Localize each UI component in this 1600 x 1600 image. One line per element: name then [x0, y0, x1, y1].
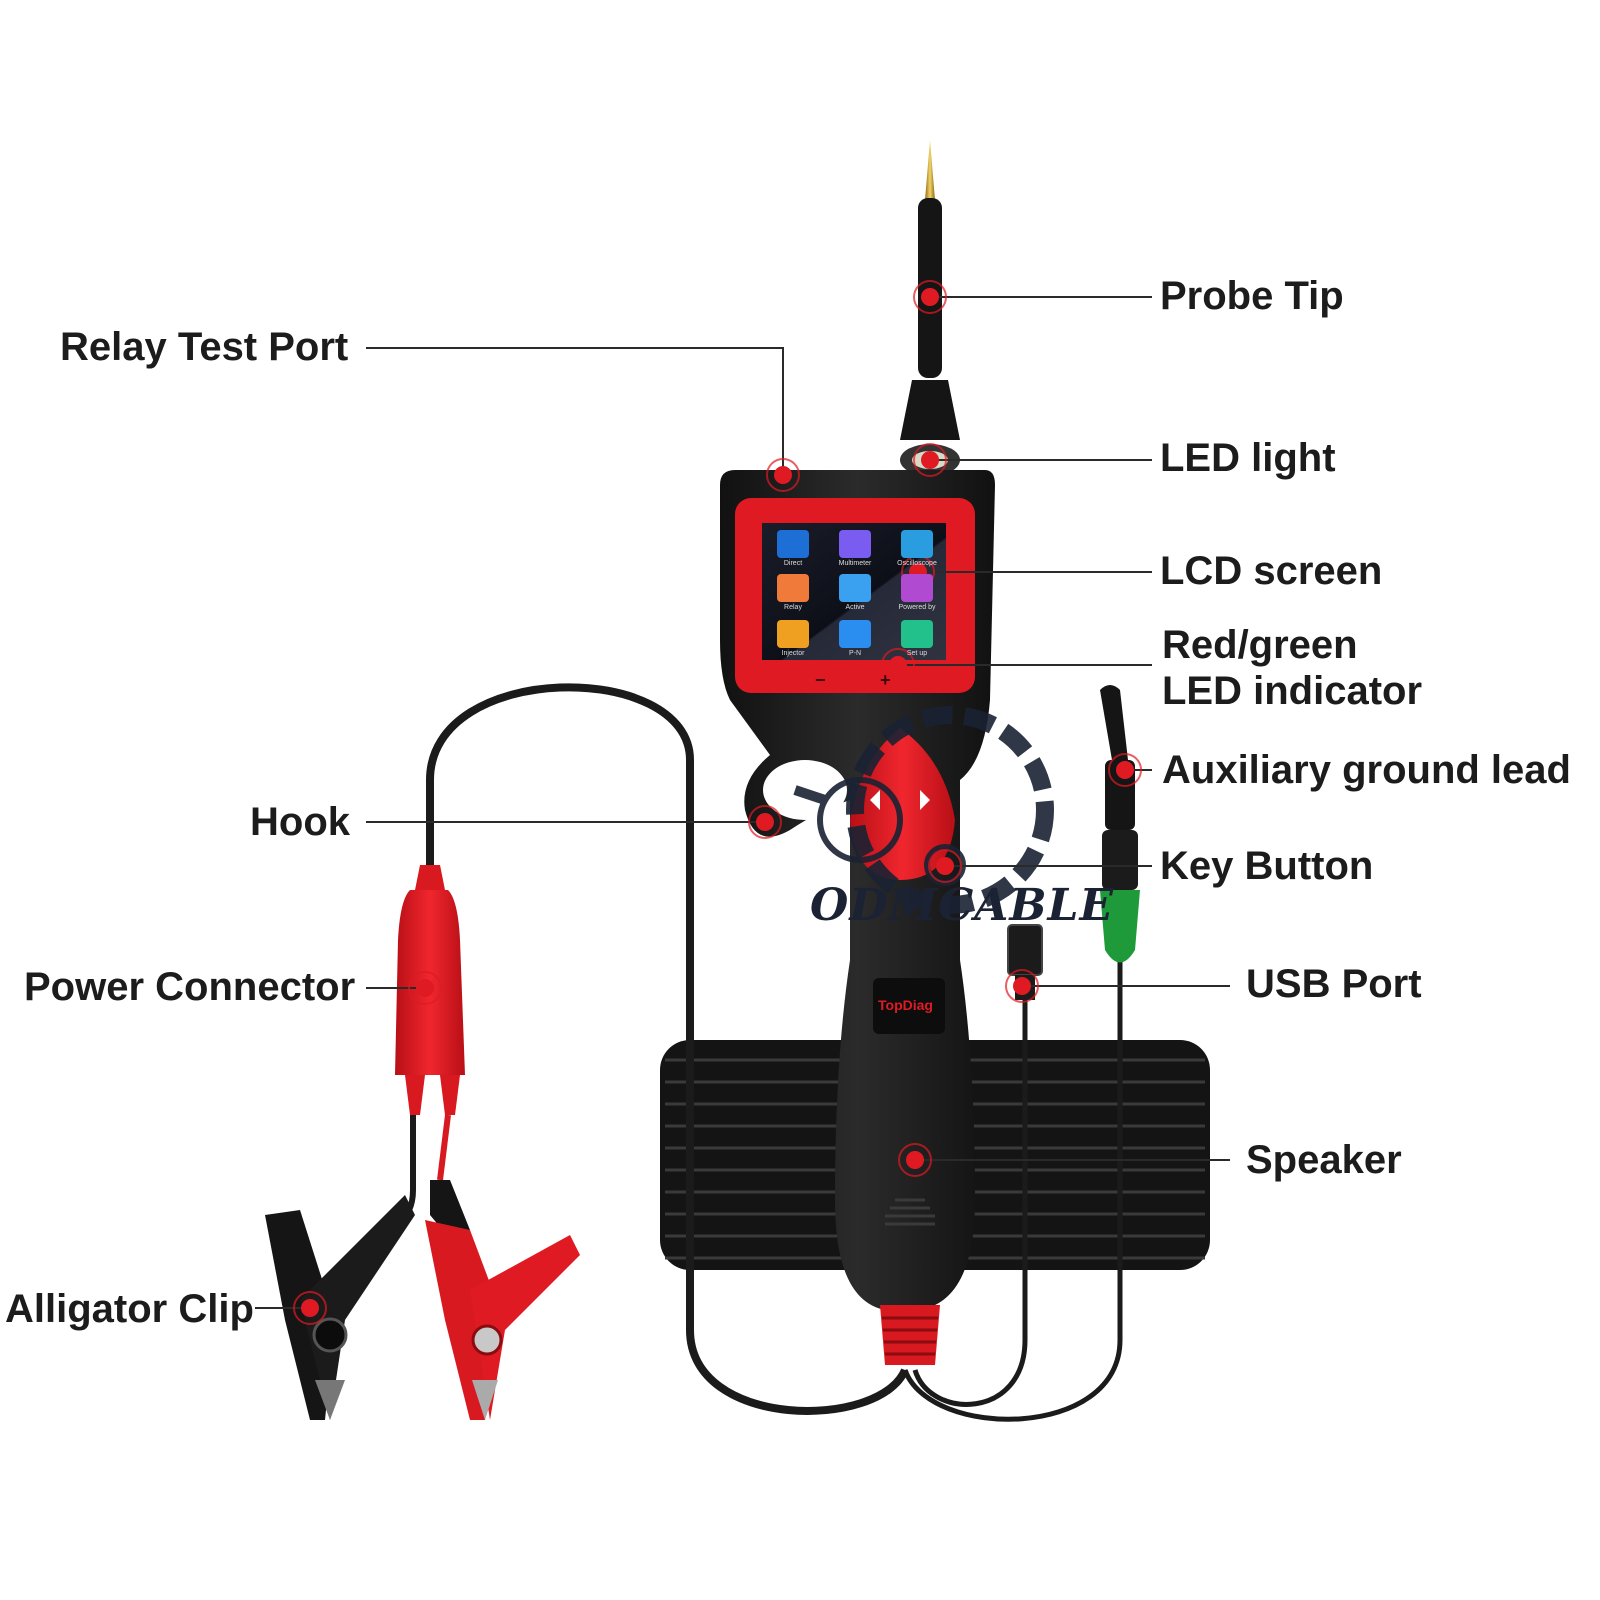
label-auxiliary-ground-lead: Auxiliary ground lead	[1162, 748, 1571, 792]
marker-dot-alligator-clip	[301, 1299, 319, 1317]
app-powered-by-label: Powered by	[898, 604, 936, 611]
marker-ring-hook	[748, 805, 782, 839]
app-active-icon[interactable]	[839, 574, 871, 602]
power-connector-shape	[387, 865, 465, 1241]
marker-dot-usb-port	[1013, 977, 1031, 995]
label-speaker: Speaker	[1246, 1138, 1402, 1182]
label-alligator-clip: Alligator Clip	[5, 1287, 254, 1331]
marker-dot-auxiliary-ground-lead	[1116, 761, 1134, 779]
label-key-button: Key Button	[1160, 844, 1374, 888]
alligator-clip-red-shape	[425, 1180, 580, 1420]
label-led-light: LED light	[1160, 436, 1336, 480]
screen-plus-button[interactable]: +	[880, 670, 891, 690]
label-red-green-led-indicator: Red/green LED indicator	[1162, 622, 1422, 714]
marker-ring-led-light	[913, 443, 947, 477]
marker-ring-red-green-led	[881, 648, 915, 682]
power-cable	[426, 683, 909, 1415]
label-probe-tip: Probe Tip	[1160, 274, 1344, 318]
watermark-logo	[793, 706, 1054, 914]
app-direct-icon[interactable]	[777, 530, 809, 558]
marker-ring-key-button	[928, 849, 962, 883]
marker-dot-key-button	[936, 857, 954, 875]
marker-dot-speaker	[906, 1151, 924, 1169]
marker-dot-power-connector	[416, 979, 434, 997]
app-set-up-icon[interactable]	[901, 620, 933, 648]
app-relay-label: Relay	[784, 604, 802, 611]
app-p-n-icon[interactable]	[839, 620, 871, 648]
app-relay-icon[interactable]	[777, 574, 809, 602]
marker-ring-speaker	[898, 1143, 932, 1177]
label-lcd-screen: LCD screen	[1160, 549, 1383, 593]
app-powered-by-icon[interactable]	[901, 574, 933, 602]
app-active-label: Active	[845, 604, 865, 611]
marker-ring-usb-port	[1005, 969, 1039, 1003]
app-oscilloscope-label: Oscilloscope	[897, 560, 937, 567]
leader-lines	[255, 296, 1230, 1309]
app-multimeter-label: Multimeter	[838, 560, 872, 567]
marker-dot-red-green-led	[889, 656, 907, 674]
label-power-connector: Power Connector	[24, 965, 356, 1009]
auxiliary-ground-clip-shape	[1100, 685, 1140, 963]
label-red-green-line1: Red/green	[1162, 623, 1358, 667]
marker-ring-alligator-clip	[293, 1291, 327, 1325]
brand-logo: TopDiag	[878, 997, 933, 1013]
marker-ring-probe-tip	[913, 280, 947, 314]
app-direct-label: Direct	[783, 560, 803, 567]
marker-ring-power-connector	[408, 971, 442, 1005]
probe	[900, 140, 960, 476]
app-p-n-label: P-N	[848, 650, 862, 657]
marker-dot-led-light	[921, 451, 939, 469]
alligator-clip-black-shape	[265, 1195, 415, 1420]
usb-cable	[912, 1000, 1028, 1407]
marker-dot-relay-test-port	[774, 466, 792, 484]
label-hook: Hook	[250, 800, 350, 844]
label-usb-port: USB Port	[1246, 962, 1422, 1006]
label-red-green-line2: LED indicator	[1162, 669, 1423, 713]
ground-cable	[902, 960, 1123, 1422]
marker-dot-hook	[756, 813, 774, 831]
app-multimeter-icon[interactable]	[839, 530, 871, 558]
watermark-text: ODMCABLE	[810, 880, 1115, 931]
screen-minus-button[interactable]: −	[815, 670, 826, 690]
app-injector-icon[interactable]	[777, 620, 809, 648]
callout-markers	[293, 280, 1142, 1325]
app-oscilloscope-icon[interactable]	[901, 530, 933, 558]
app-injector-label: Injector	[781, 650, 805, 657]
marker-dot-probe-tip	[921, 288, 939, 306]
marker-ring-auxiliary-ground-lead	[1108, 753, 1142, 787]
label-relay-test-port: Relay Test Port	[60, 325, 349, 369]
app-set-up-label: Set up	[906, 650, 928, 657]
marker-ring-relay-test-port	[766, 458, 800, 492]
